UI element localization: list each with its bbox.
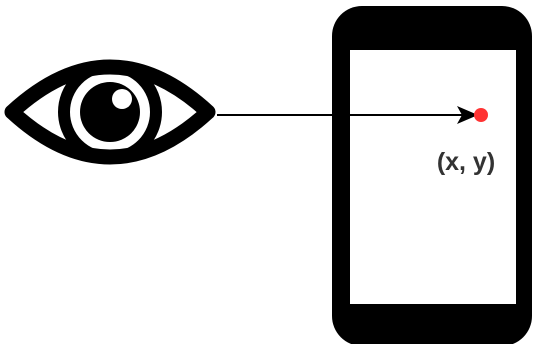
eye-iris xyxy=(58,60,162,164)
gaze-point-label: (x, y) xyxy=(437,148,495,176)
gaze-arrow xyxy=(217,106,478,124)
eye-highlight xyxy=(112,89,132,109)
gaze-arrowhead xyxy=(457,106,478,124)
eye-outline xyxy=(4,59,216,165)
eye-icon xyxy=(4,59,216,165)
gaze-point xyxy=(474,108,488,122)
eye-pupil xyxy=(80,82,140,142)
smartphone-icon xyxy=(332,6,532,344)
phone-screen xyxy=(350,50,516,304)
